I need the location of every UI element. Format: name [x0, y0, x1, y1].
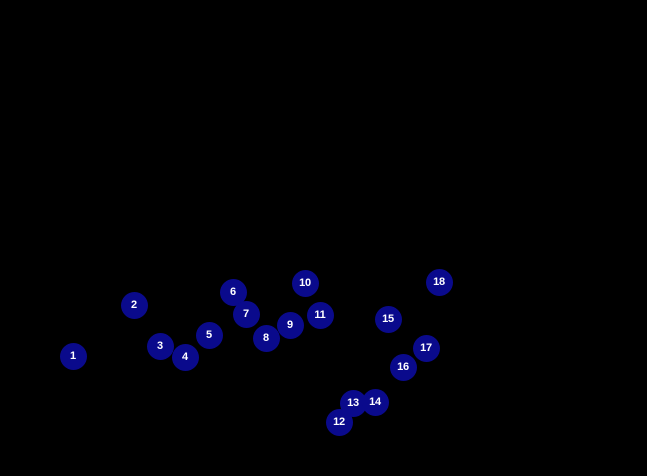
- graph-node-label: 4: [182, 350, 188, 363]
- graph-node-label: 10: [299, 276, 311, 289]
- graph-node-label: 1: [70, 349, 76, 362]
- graph-node-8[interactable]: 8: [252, 324, 280, 352]
- graph-node-16[interactable]: 16: [389, 353, 417, 381]
- graph-node-label: 16: [397, 360, 409, 373]
- graph-node-3[interactable]: 3: [146, 332, 174, 360]
- graph-node-1[interactable]: 1: [59, 342, 87, 370]
- graph-node-15[interactable]: 15: [374, 305, 402, 333]
- graph-node-18[interactable]: 18: [425, 268, 453, 296]
- graph-node-label: 9: [287, 318, 293, 331]
- graph-node-4[interactable]: 4: [171, 343, 199, 371]
- graph-node-2[interactable]: 2: [120, 291, 148, 319]
- graph-node-label: 18: [433, 275, 445, 288]
- graph-node-7[interactable]: 7: [232, 300, 260, 328]
- graph-node-label: 12: [333, 415, 345, 428]
- graph-node-label: 14: [369, 395, 381, 408]
- graph-node-5[interactable]: 5: [195, 321, 223, 349]
- graph-node-label: 15: [382, 312, 394, 325]
- graph-node-11[interactable]: 11: [306, 301, 334, 329]
- graph-node-label: 2: [131, 298, 137, 311]
- graph-node-label: 7: [243, 307, 249, 320]
- graph-node-label: 3: [157, 339, 163, 352]
- graph-node-10[interactable]: 10: [291, 269, 319, 297]
- graph-node-label: 8: [263, 331, 269, 344]
- graph-node-label: 6: [230, 285, 236, 298]
- graph-node-17[interactable]: 17: [412, 334, 440, 362]
- graph-node-9[interactable]: 9: [276, 311, 304, 339]
- graph-node-label: 17: [420, 341, 432, 354]
- graph-node-label: 5: [206, 328, 212, 341]
- graph-node-14[interactable]: 14: [361, 388, 389, 416]
- graph-node-label: 11: [314, 308, 326, 321]
- graph-node-label: 13: [347, 396, 359, 409]
